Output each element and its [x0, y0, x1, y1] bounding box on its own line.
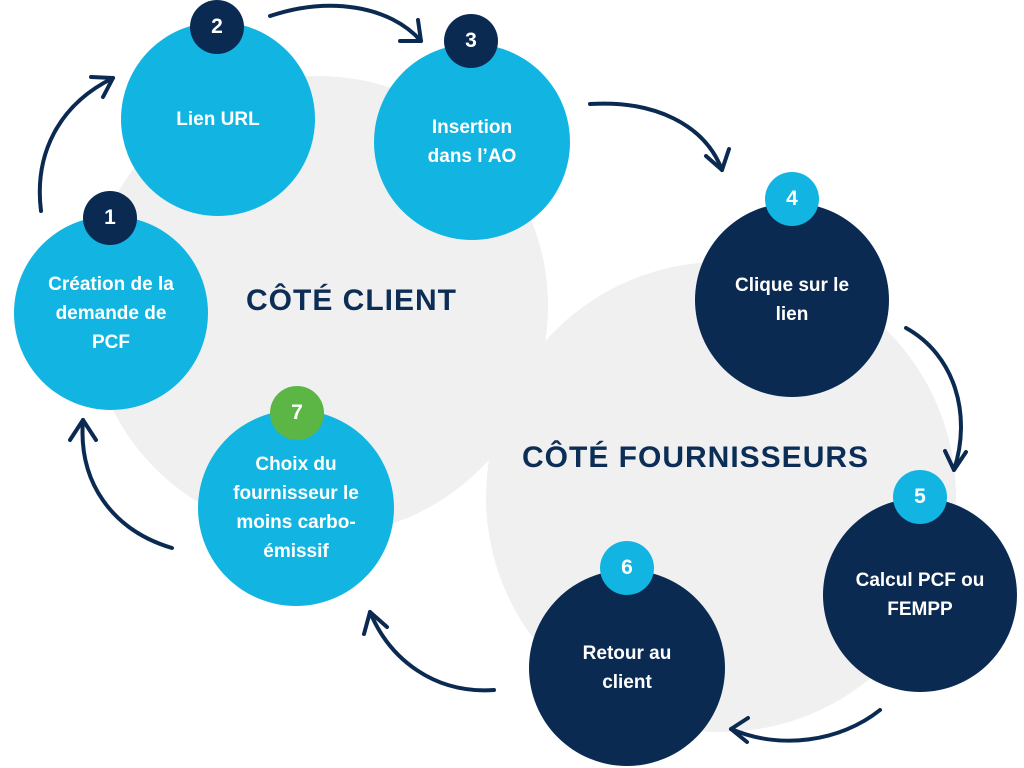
step-2-label: Lien URL: [176, 108, 260, 130]
step-6-badge: 6: [600, 541, 654, 595]
step-4-label: Clique sur le lien: [734, 275, 850, 325]
client-zone-label: CÔTÉ CLIENT: [246, 284, 457, 317]
step-6-label: Retour au client: [582, 643, 672, 693]
step-5-circle: Calcul PCF ou FEMPP: [823, 498, 1017, 692]
step-4-badge: 4: [765, 172, 819, 226]
arrow-7-to-1: [68, 418, 174, 550]
arrow-2-to-3: [268, 3, 423, 43]
step-3-circle: Insertion dans l’AO: [374, 44, 570, 240]
step-2-circle: Lien URL: [121, 22, 315, 216]
step-4-circle: Clique sur le lien: [695, 203, 889, 397]
step-5-badge: 5: [893, 470, 947, 524]
arrow-1-to-2: [37, 75, 115, 213]
arrow-5-to-6: [729, 708, 882, 744]
step-3-badge: 3: [444, 14, 498, 68]
arrow-3-to-4: [588, 101, 731, 172]
step-7-circle: Choix du fournisseur le moins carbo-émis…: [198, 410, 394, 606]
supplier-zone-label: CÔTÉ FOURNISSEURS: [522, 441, 870, 474]
step-2-badge: 2: [190, 0, 244, 54]
step-6-circle: Retour au client: [529, 570, 725, 766]
step-3-label: Insertion dans l’AO: [427, 117, 517, 167]
step-1-badge: 1: [83, 191, 137, 245]
step-1-label: Création de la demande de PCF: [48, 273, 174, 353]
step-7-badge: 7: [270, 386, 324, 440]
step-1-circle: Création de la demande de PCF: [14, 216, 208, 410]
step-7-label: Choix du fournisseur le moins carbo-émis…: [233, 454, 359, 562]
step-5-label: Calcul PCF ou FEMPP: [855, 570, 985, 620]
arrow-6-to-7: [362, 610, 496, 693]
arrow-4-to-5: [904, 326, 968, 472]
